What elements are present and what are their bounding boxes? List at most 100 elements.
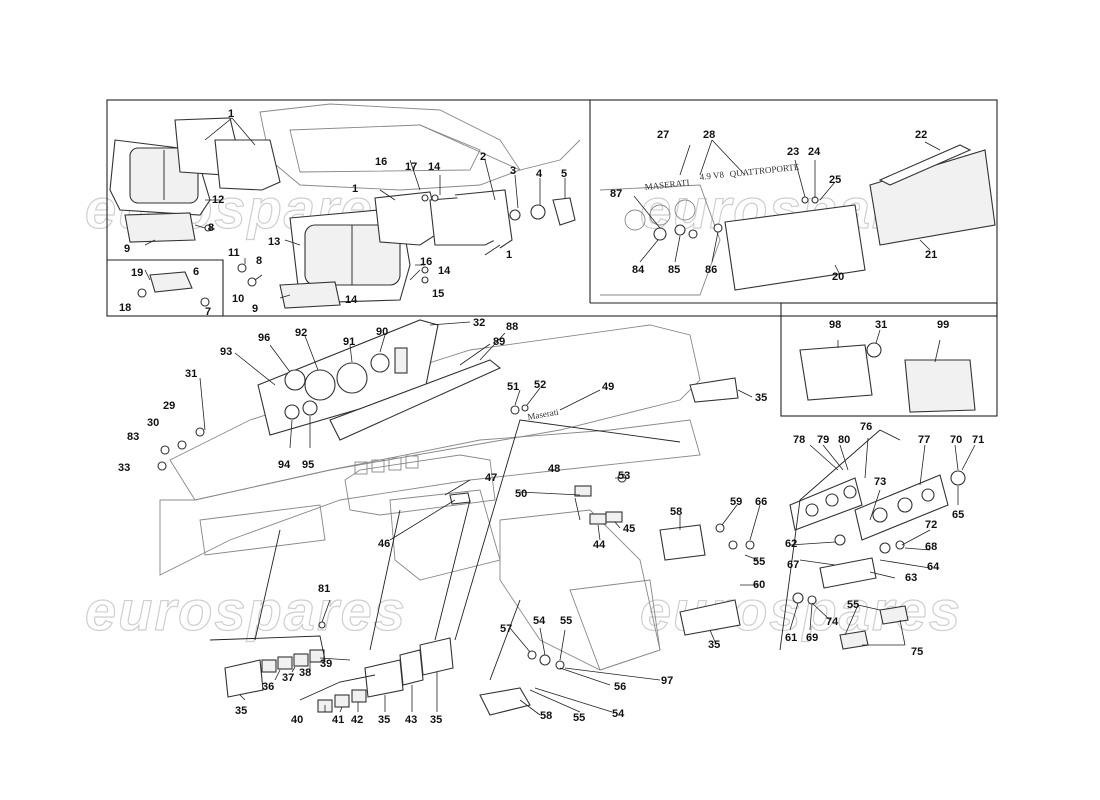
callout-63: 63	[905, 572, 917, 584]
headlight-assembly-left	[109, 117, 281, 243]
callout-9-mid: 9	[252, 303, 258, 315]
gauge-95	[302, 400, 318, 416]
bulb-7	[200, 297, 210, 307]
callout-79: 79	[817, 434, 829, 446]
callout-86: 86	[705, 264, 717, 276]
callout-71: 71	[972, 434, 984, 446]
callout-3: 3	[510, 165, 516, 177]
callout-60: 60	[753, 579, 765, 591]
callout-24: 24	[808, 146, 821, 158]
car-front-outline	[259, 103, 581, 191]
callout-35-c: 35	[430, 714, 442, 726]
callout-57: 57	[500, 623, 512, 635]
callout-33: 33	[118, 462, 130, 474]
leader-lines	[144, 117, 976, 716]
bulb-31	[866, 342, 882, 358]
callout-44: 44	[593, 539, 606, 551]
callout-96: 96	[258, 332, 270, 344]
switch-43	[399, 649, 424, 686]
callout-91: 91	[343, 336, 355, 348]
callout-31-inset: 31	[875, 319, 887, 331]
callout-23: 23	[787, 146, 799, 158]
callout-85: 85	[668, 264, 680, 276]
callout-19: 19	[131, 267, 143, 279]
reflector-98	[799, 344, 873, 401]
callout-43: 43	[405, 714, 417, 726]
callout-89: 89	[493, 336, 505, 348]
callout-15: 15	[432, 288, 444, 300]
switch-48	[574, 485, 592, 497]
callout-35-right: 35	[755, 392, 767, 404]
callout-94: 94	[278, 459, 291, 471]
callout-93: 93	[220, 346, 232, 358]
knob-5	[552, 197, 576, 226]
callout-14-low: 14	[438, 265, 451, 277]
callout-54-top: 54	[533, 615, 546, 627]
structure-lines	[209, 419, 901, 701]
callout-58-bottom: 58	[540, 710, 552, 722]
callout-62: 62	[785, 538, 797, 550]
bulb-11	[237, 263, 247, 273]
side-light-inset-frame	[107, 259, 224, 316]
callout-49: 49	[602, 381, 614, 393]
lighter-65	[950, 470, 966, 486]
callout-90: 90	[376, 326, 388, 338]
callout-47: 47	[485, 472, 497, 484]
callout-20: 20	[832, 271, 844, 283]
callout-75: 75	[911, 646, 923, 658]
tail-lamp-gasket-22	[878, 144, 972, 186]
callout-46: 46	[378, 538, 390, 550]
headlight-assembly-right	[279, 189, 576, 309]
callout-77: 77	[918, 434, 930, 446]
callout-81: 81	[318, 583, 330, 595]
reflector-99	[904, 359, 976, 413]
callout-6: 6	[193, 266, 199, 278]
callout-48: 48	[548, 463, 560, 475]
callout-51: 51	[507, 381, 519, 393]
callout-1-right: 1	[506, 249, 512, 261]
callout-72: 72	[925, 519, 937, 531]
callout-83: 83	[127, 431, 139, 443]
callout-18: 18	[119, 302, 131, 314]
callout-88: 88	[506, 321, 518, 333]
callout-14-left: 14	[345, 294, 358, 306]
callout-52: 52	[534, 379, 546, 391]
callout-21: 21	[925, 249, 937, 261]
bulb-86	[713, 223, 723, 233]
callout-53: 53	[618, 470, 630, 482]
v8-badge: 4.9 V8	[699, 169, 725, 182]
side-marker-6	[149, 271, 193, 293]
callout-38: 38	[299, 667, 311, 679]
indicator-lamp-8b	[279, 281, 341, 309]
callout-61: 61	[785, 632, 797, 644]
switch-35-b	[364, 659, 404, 698]
ashtray-58	[659, 524, 706, 561]
callout-65: 65	[952, 509, 964, 521]
callout-92: 92	[295, 327, 307, 339]
radio-63	[819, 557, 877, 589]
gauge-92	[304, 369, 336, 401]
callout-95: 95	[302, 459, 314, 471]
switch-35-d	[679, 599, 741, 636]
callout-66: 66	[755, 496, 767, 508]
callout-25: 25	[829, 174, 841, 186]
callout-8-mid: 8	[256, 255, 262, 267]
rear-lamp-inset	[799, 342, 976, 413]
callout-50: 50	[515, 488, 527, 500]
callout-27: 27	[657, 129, 669, 141]
side-light-parts	[137, 263, 257, 307]
callout-99: 99	[937, 319, 949, 331]
callout-7: 7	[205, 306, 211, 318]
headlight-unit-1b	[214, 139, 281, 191]
callout-12: 12	[212, 194, 224, 206]
callout-5: 5	[561, 168, 567, 180]
callout-32: 32	[473, 317, 485, 329]
callout-41: 41	[332, 714, 344, 726]
tail-lamp-21	[869, 149, 996, 246]
bottom-switch-groups	[224, 599, 741, 716]
callout-59: 59	[730, 496, 742, 508]
callout-16-top: 16	[375, 156, 387, 168]
callout-35-b: 35	[378, 714, 390, 726]
callout-9-left: 9	[124, 243, 130, 255]
